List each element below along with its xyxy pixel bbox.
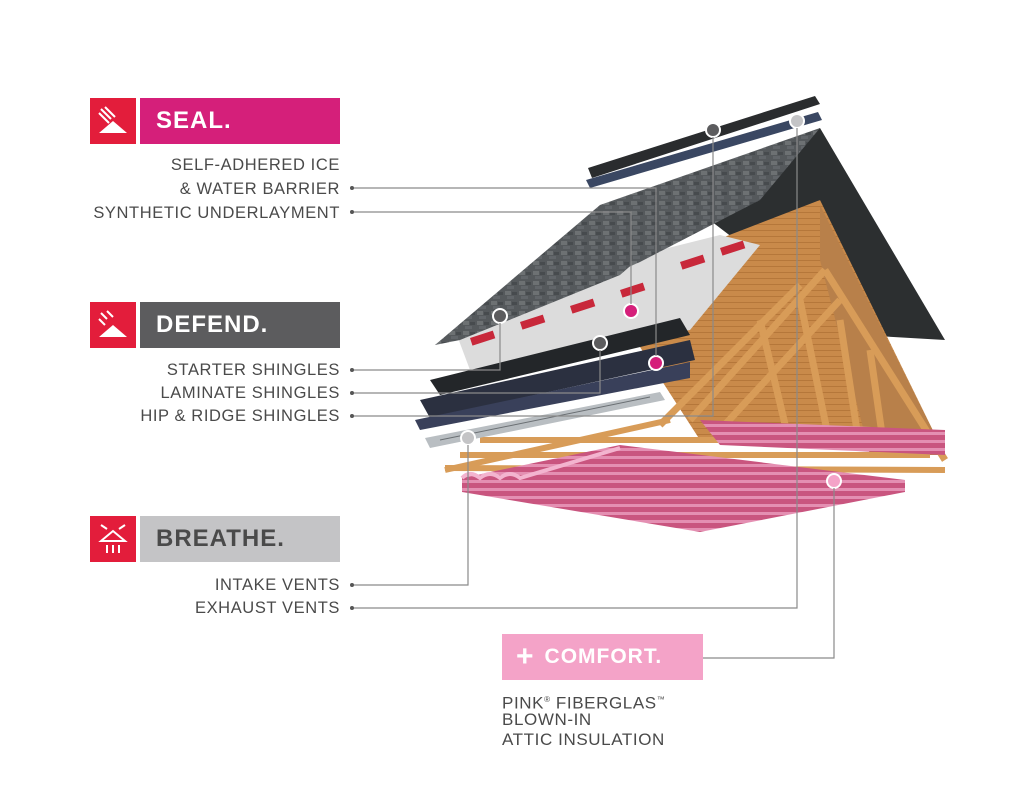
- item-laminate-shingles: LAMINATE SHINGLES: [160, 384, 340, 402]
- section-title-breathe: BREATHE.: [140, 516, 340, 562]
- item-exhaust-vents: EXHAUST VENTS: [194, 599, 340, 617]
- laminate-shingle-row: [420, 340, 695, 418]
- item-synthetic-underlayment: SYNTHETIC UNDERLAYMENT: [93, 204, 340, 222]
- hip-ridge-cap-1: [588, 96, 820, 178]
- comfort-desc-line1: PINK® FIBERGLAS™: [502, 690, 665, 714]
- insulation-edge: [460, 446, 621, 481]
- item-ice-water-barrier-line1: SELF-ADHERED ICE: [170, 156, 340, 174]
- vent-slots: [439, 396, 651, 441]
- roof-breathe-icon: [90, 516, 136, 562]
- dot-seal-synth: [623, 303, 639, 319]
- starter-row-2: [415, 362, 690, 430]
- comfort-desc-line2: BLOWN-IN: [502, 710, 592, 729]
- dot-breathe-exhaust: [789, 113, 805, 129]
- comfort-desc-fiberglas: FIBERGLAS: [555, 693, 657, 713]
- blown-in-insulation: [462, 445, 905, 532]
- dot-seal-ice: [648, 355, 664, 371]
- gable-end: [820, 205, 945, 455]
- item-ice-water-barrier-line2: & WATER BARRIER: [179, 180, 340, 198]
- ice-water-barrier: [470, 240, 746, 346]
- starter-shingles: [430, 318, 690, 395]
- dot-defend-hip: [705, 122, 721, 138]
- registered-mark: ®: [544, 695, 551, 704]
- dot-breathe-intake: [460, 430, 476, 446]
- leader-end-dots: [350, 186, 354, 610]
- comfort-desc-pink: PINK: [502, 693, 545, 713]
- comfort-desc-line3: ATTIC INSULATION: [502, 730, 665, 749]
- trademark-mark: ™: [656, 695, 666, 704]
- plus-icon: +: [516, 640, 535, 673]
- dot-comfort: [826, 473, 842, 489]
- section-comfort-bar: + COMFORT.: [502, 634, 703, 680]
- section-title-seal: SEAL.: [140, 98, 340, 144]
- dot-defend-starter: [492, 308, 508, 324]
- laminate-shingles-upper: [435, 128, 820, 345]
- item-intake-vents: INTAKE VENTS: [214, 576, 340, 594]
- item-hip-ridge-shingles: HIP & RIDGE SHINGLES: [140, 407, 340, 425]
- section-title-defend: DEFEND.: [140, 302, 340, 348]
- item-starter-shingles: STARTER SHINGLES: [166, 361, 340, 379]
- leader-lines: [352, 128, 835, 659]
- hip-ridge-cap-2: [586, 112, 822, 188]
- roof-seal-icon: [90, 98, 136, 144]
- roof-defend-icon: [90, 302, 136, 348]
- attic-batts: [700, 420, 945, 455]
- section-title-comfort: COMFORT.: [544, 645, 663, 668]
- dot-defend-laminate: [592, 335, 608, 351]
